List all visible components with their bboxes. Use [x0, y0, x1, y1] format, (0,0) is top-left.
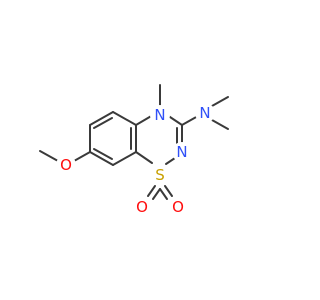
atom-o-methoxy: O [56, 155, 76, 175]
atom-s1-label: S [155, 166, 165, 184]
bond-c3-nme2 [181, 115, 199, 126]
atom-o-sulfonyl-left-label: O [136, 198, 148, 216]
atom-o-methoxy-label: O [60, 156, 72, 174]
bond-c5-c6-inner [93, 117, 113, 129]
bond-c4a-c5 [112, 111, 137, 126]
bond-omethoxy-methyl [39, 150, 59, 162]
atom-o-sulfonyl-left: O [132, 197, 152, 217]
bond-c7-omethoxy [73, 151, 91, 162]
bond-s1-o-right [164, 185, 173, 197]
bond-c8-c8a [112, 151, 137, 166]
bonds [39, 84, 229, 200]
bond-s1-o-left [147, 185, 156, 197]
bond-nme2-methyl-down [211, 119, 229, 130]
bond-c5-c6 [89, 111, 114, 126]
bond-c7-c8 [89, 151, 114, 166]
atom-o-sulfonyl-right: O [168, 197, 188, 217]
atom-n4: N [150, 105, 170, 125]
bond-c7-c8-inner [93, 148, 113, 160]
atom-labels: N N S O O O N [56, 103, 215, 217]
atom-n-dimethylamino: N [195, 103, 215, 123]
atom-s1: S [150, 165, 170, 185]
bond-s1-o-right-double [159, 188, 168, 200]
bond-s1-c8a [135, 151, 153, 164]
atom-n2-label: N [176, 143, 187, 161]
atom-n2: N [172, 142, 192, 162]
atom-n-dimethylamino-label: N [199, 104, 210, 122]
bond-nme2-methyl-up [211, 96, 229, 107]
atom-n4-label: N [154, 106, 165, 124]
atom-o-sulfonyl-right-label: O [172, 198, 184, 216]
molecule-structure: N N S O O O N [39, 84, 229, 217]
bond-n2-s1 [165, 157, 176, 165]
bond-s1-o-left-double [152, 188, 161, 200]
